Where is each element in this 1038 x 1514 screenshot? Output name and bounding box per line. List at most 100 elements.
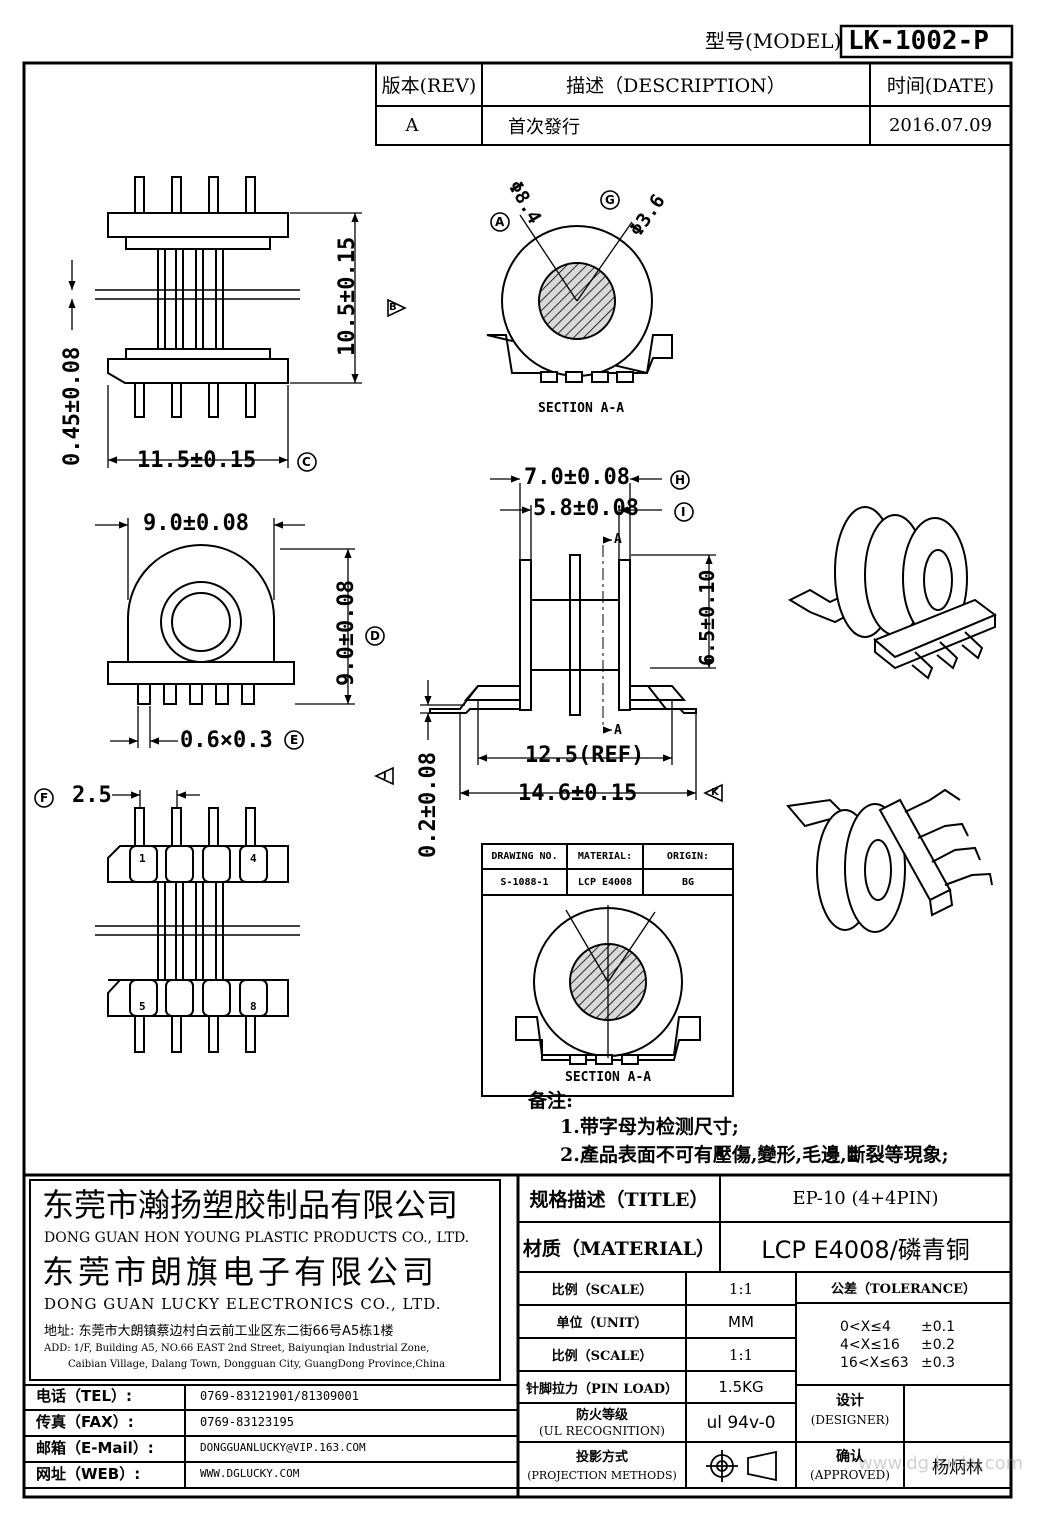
- revision-table-lines: [375, 62, 1012, 146]
- designer-name: [904, 1385, 1011, 1442]
- marker-h: H: [675, 473, 686, 487]
- approved-label-en: (APPROVED): [810, 1468, 890, 1482]
- note-2: 2.產品表面不可有壓傷,變形,毛邊,斷裂等現象;: [560, 1144, 949, 1166]
- dim-top-height: 10.5±0.15: [335, 236, 360, 356]
- dim-front-height: 9.0±0.08: [334, 580, 359, 686]
- front-view: [107, 544, 295, 705]
- tolerance-value-1: ±0.1: [921, 1319, 955, 1335]
- company-name-cn-1: 东莞市瀚扬塑胶制品有限公司: [42, 1186, 459, 1224]
- dim-pitch: 2.5: [72, 783, 112, 808]
- tolerance-range-2: 4<X≤16: [840, 1337, 900, 1353]
- spec-ul-label: 防火等级: [575, 1407, 628, 1423]
- inner-header-material: MATERIAL:: [577, 851, 633, 862]
- contact-web-value[interactable]: WWW.DGLUCKY.COM: [200, 1467, 300, 1480]
- top-view: [95, 176, 300, 418]
- contact-fax-value: 0769-83123195: [200, 1415, 294, 1429]
- tolerance-value-3: ±0.3: [921, 1355, 955, 1371]
- bottom-view-dims: [112, 790, 200, 808]
- note-1: 1.带字母为检测尺寸;: [560, 1116, 739, 1138]
- marker-j: J: [383, 770, 387, 781]
- pin-number-5: 5: [139, 1000, 146, 1013]
- desc-header: 描述（DESCRIPTION）: [566, 75, 786, 97]
- company-address-en-2: Caibian Village, Dalang Town, Dongguan C…: [68, 1359, 446, 1370]
- rev-value: A: [405, 115, 419, 136]
- model-number: LK-1002-P: [848, 26, 989, 56]
- dim-side-ref: 12.5(REF): [525, 743, 645, 768]
- company-name-en-1: DONG GUAN HON YOUNG PLASTIC PRODUCTS CO.…: [44, 1230, 470, 1246]
- marker-g: G: [605, 193, 615, 207]
- section-label-top: SECTION A-A: [538, 401, 625, 416]
- dim-top-thickness: 0.45±0.08: [60, 346, 85, 466]
- spec-projection-label: 投影方式: [575, 1449, 628, 1465]
- inner-section-drawing: [515, 905, 701, 1065]
- spec-pinload-value: 1.5KG: [718, 1378, 764, 1396]
- circle-markers: [34, 190, 694, 808]
- desc-value: 首次發行: [508, 116, 580, 138]
- spec-ul-value: ul 94v-0: [706, 1412, 776, 1433]
- contact-email-value[interactable]: DONGGUANLUCKY@VIP.163.COM: [200, 1441, 366, 1454]
- watermark: www.dg.lucky.com: [858, 1453, 1024, 1474]
- designer-label-en: (DESIGNER): [810, 1413, 890, 1427]
- projection-symbol: [706, 1450, 777, 1482]
- section-arrow-bottom: A: [614, 723, 622, 738]
- inner-header-drawing-no: DRAWING NO.: [491, 851, 558, 862]
- pin-number-1: 1: [139, 852, 146, 865]
- designer-label: 设计: [836, 1393, 864, 1409]
- spec-material-label: 材质（MATERIAL）: [522, 1237, 716, 1260]
- marker-f: F: [40, 791, 49, 805]
- bottom-view: [95, 807, 300, 1053]
- spec-material-value: LCP E4008/磷青铜: [761, 1235, 970, 1264]
- triangle-markers: [374, 298, 723, 803]
- marker-i: I: [681, 505, 686, 519]
- inner-value-drawing-no: S-1088-1: [500, 876, 549, 888]
- section-arrow-top: A: [614, 532, 622, 547]
- marker-a: A: [495, 215, 505, 229]
- contact-tel-label: 电话（TEL）:: [36, 1387, 133, 1405]
- notes-title: 备注:: [528, 1090, 574, 1112]
- spec-scale2-value: 1:1: [728, 1345, 754, 1364]
- marker-c: C: [302, 455, 311, 469]
- spec-ul-label-en: (UL RECOGNITION): [539, 1424, 665, 1438]
- contact-tel-value: 0769-83121901/81309001: [200, 1389, 359, 1403]
- spec-scale-value: 1:1: [728, 1279, 754, 1298]
- marker-d: D: [370, 629, 380, 643]
- spec-projection-label-en: (PROJECTION METHODS): [527, 1468, 677, 1482]
- contact-fax-label: 传真（FAX）:: [36, 1413, 134, 1431]
- spec-unit-label: 单位（UNIT）: [556, 1316, 648, 1331]
- spec-pinload-label: 针脚拉力（PIN LOAD）: [525, 1381, 679, 1397]
- dim-side-total: 14.6±0.15: [518, 781, 638, 806]
- tolerance-title: 公差（TOLERANCE）: [830, 1282, 977, 1297]
- approved-name: 杨炳林: [932, 1457, 983, 1478]
- spec-scale2-label: 比例（SCALE）: [551, 1349, 653, 1364]
- company-name-en-2: DONG GUAN LUCKY ELECTRONICS CO., LTD.: [44, 1295, 442, 1313]
- tolerance-range-1: 0<X≤4: [840, 1319, 891, 1335]
- marker-b: B: [389, 302, 397, 313]
- section-label-inner: SECTION A-A: [565, 1070, 652, 1085]
- contact-email-label: 邮箱（E-Mail）:: [36, 1439, 154, 1457]
- dim-side-inner: 5.8±0.08: [533, 496, 639, 521]
- section-aa-top: [486, 214, 673, 383]
- approved-label: 确认: [836, 1449, 864, 1465]
- spec-title-value: EP-10 (4+4PIN): [792, 1188, 939, 1209]
- inner-value-origin: BG: [681, 876, 695, 888]
- company-address-cn: 地址: 东莞市大朗镇蔡边村白云前工业区东二街66号A5栋1楼: [44, 1324, 394, 1339]
- title-block-lines: [24, 1173, 1011, 1497]
- model-label: 型号(MODEL): [705, 29, 842, 53]
- dim-top-width: 11.5±0.15: [137, 448, 257, 473]
- tolerance-value-2: ±0.2: [921, 1337, 955, 1353]
- dim-side-outer: 7.0±0.08: [524, 465, 630, 490]
- marker-k: K: [711, 787, 719, 798]
- dim-side-height: 6.5±0.10: [695, 569, 719, 666]
- date-value: 2016.07.09: [888, 115, 993, 136]
- company-name-cn-2: 东莞市朗旗电子有限公司: [42, 1253, 439, 1291]
- rev-header: 版本(REV): [381, 75, 477, 97]
- spec-title-label: 规格描述（TITLE）: [529, 1189, 709, 1211]
- side-view-dims: [420, 475, 716, 800]
- isometric-view-top: [787, 506, 997, 680]
- top-view-dims: [68, 212, 362, 468]
- spec-unit-value: MM: [728, 1312, 754, 1331]
- pin-number-4: 4: [250, 852, 257, 865]
- marker-e: E: [290, 733, 299, 747]
- model-box: [839, 24, 1014, 59]
